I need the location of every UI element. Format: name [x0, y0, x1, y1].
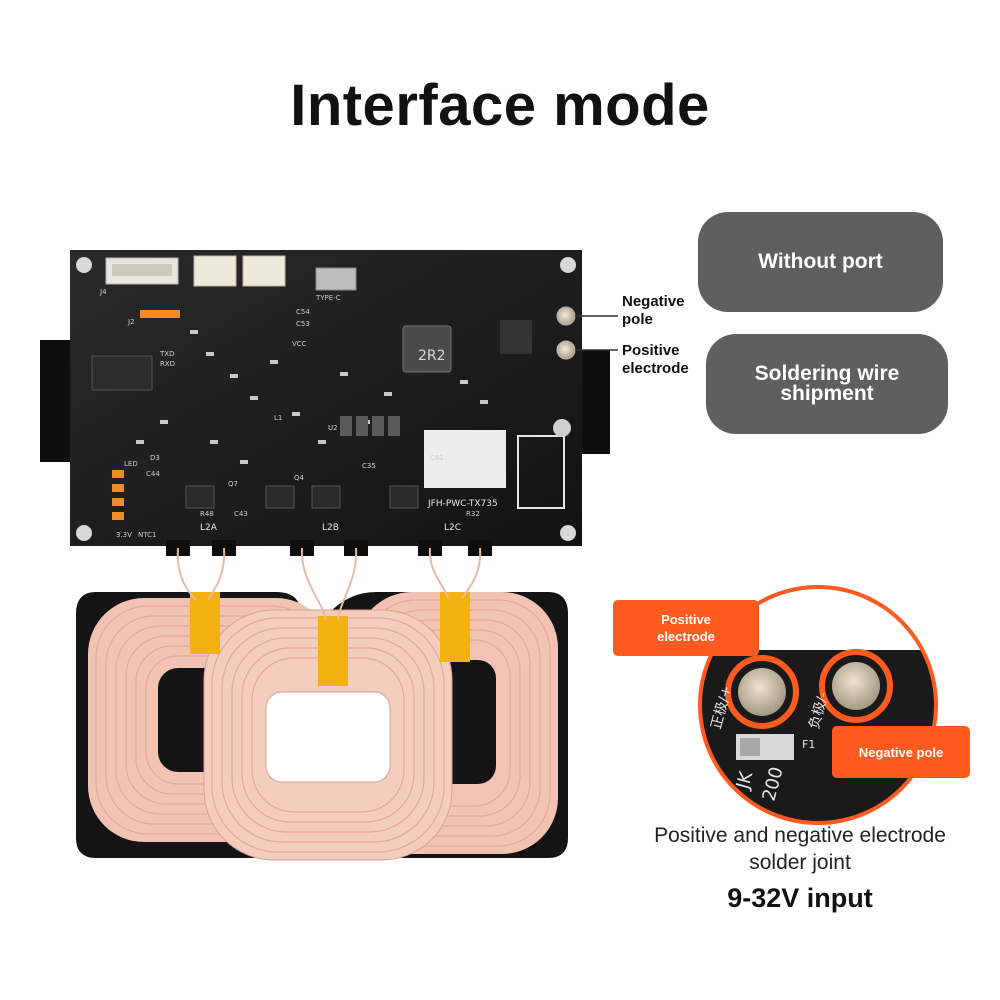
soldering-shipment-label: shipment: [780, 382, 874, 405]
page-title: Interface mode: [290, 73, 710, 138]
silk-text: TYPE-C: [315, 294, 341, 302]
silk-text: J4: [99, 288, 107, 296]
negative-tag-label: Negative pole: [858, 744, 944, 760]
negative-pole-label: Negative pole: [622, 293, 685, 329]
silk-text: NTC1: [138, 531, 156, 539]
silk-text: RXD: [160, 360, 175, 368]
coil-tape: [190, 592, 220, 654]
negative-pole-tag: Negative pole: [832, 726, 970, 778]
silk-text: C53: [296, 320, 310, 328]
silk-text: C43: [234, 510, 248, 518]
silk-text: L1: [274, 414, 282, 422]
silk-text: C35: [362, 462, 376, 470]
positive-electrode-tag: Positive electrode: [613, 600, 759, 656]
solder-joint-caption: Positive and negative electrode solder j…: [620, 822, 980, 876]
silk-text: C44: [146, 470, 160, 478]
silk-text: C54: [296, 308, 310, 316]
positive-pad-icon: [556, 340, 576, 360]
soldering-wire-callout: Soldering wire shipment: [706, 334, 948, 434]
positive-tag-line1: Positive: [661, 612, 711, 627]
without-port-label: Without port: [758, 250, 883, 273]
coil-center: [203, 609, 453, 861]
positive-electrode-line1: Positive: [622, 342, 680, 359]
silk-text: J2: [127, 318, 135, 326]
positive-electrode-line2: electrode: [622, 360, 689, 377]
without-port-callout: Without port: [698, 212, 943, 312]
coil-tape: [318, 616, 348, 686]
pcb-board: JFH-PWC-TX735 2R2 L2A L2B L2C J4 J2 TYPE…: [70, 250, 582, 546]
positive-electrode-label: Positive electrode: [622, 342, 689, 378]
coil-label-b: L2B: [322, 523, 339, 533]
caption-line1: Positive and negative electrode: [654, 824, 946, 847]
silk-text: LED: [124, 460, 138, 468]
input-voltage-label: 9-32V input: [727, 883, 873, 913]
caption-line2: solder joint: [749, 851, 851, 874]
coil-tape: [440, 592, 470, 662]
soldering-wire-label: Soldering wire: [754, 362, 900, 385]
silk-text: TXD: [159, 350, 174, 358]
coil-label-a: L2A: [200, 523, 218, 533]
negative-pole-line1: Negative: [622, 293, 685, 310]
negative-pole-line2: pole: [622, 311, 653, 328]
negative-pad-icon: [556, 306, 576, 326]
silk-text: Q4: [294, 474, 305, 482]
silk-text: R48: [200, 510, 214, 518]
silk-text: C61: [430, 454, 444, 462]
silk-text: U2: [328, 424, 338, 432]
silk-text: R32: [466, 510, 480, 518]
part-ref-text: F1: [802, 738, 815, 751]
right-connector: [578, 350, 610, 454]
positive-tag-line2: electrode: [657, 629, 715, 644]
inductor-label: 2R2: [418, 348, 446, 364]
coil-label-c: L2C: [444, 523, 461, 533]
silk-text: Q7: [228, 480, 238, 488]
board-model: JFH-PWC-TX735: [427, 499, 498, 509]
silk-text: VCC: [292, 340, 307, 348]
silk-text: 3.3V: [116, 531, 132, 539]
silk-text: D3: [150, 454, 160, 462]
